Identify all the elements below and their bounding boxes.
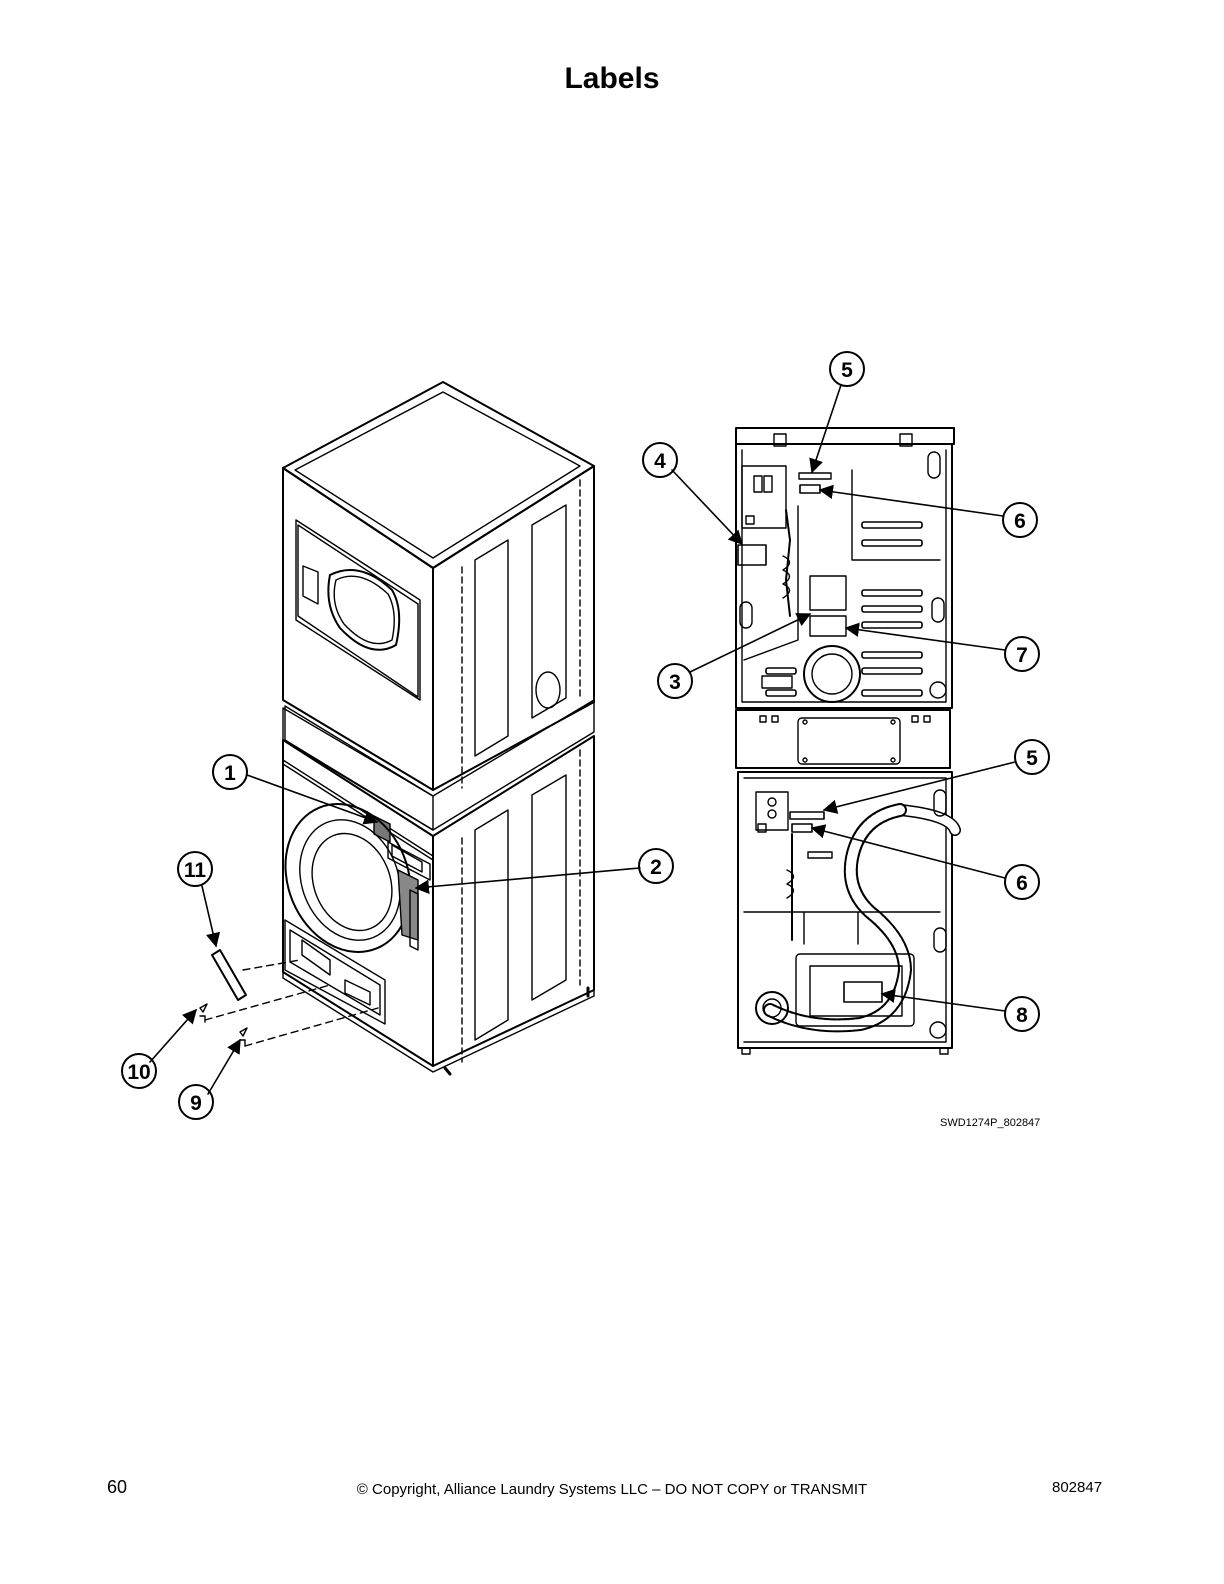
- svg-text:5: 5: [1026, 747, 1038, 770]
- callout-5-dryer: 5: [829, 351, 865, 387]
- document-number: 802847: [1052, 1479, 1103, 1496]
- svg-text:5: 5: [841, 359, 853, 382]
- svg-text:1: 1: [224, 762, 236, 785]
- callout-1: 1: [212, 754, 248, 790]
- dryer-rear-view: [735, 427, 955, 709]
- callout-6-dryer: 6: [1002, 502, 1038, 538]
- svg-text:2: 2: [650, 856, 662, 879]
- page-number: 60: [107, 1477, 128, 1497]
- callout-8: 8: [1004, 996, 1040, 1032]
- svg-text:10: 10: [127, 1061, 150, 1084]
- callout-2: 2: [638, 848, 674, 884]
- svg-text:3: 3: [669, 671, 681, 694]
- callout-3: 3: [657, 663, 693, 699]
- svg-text:11: 11: [184, 859, 207, 882]
- copyright-notice: © Copyright, Alliance Laundry Systems LL…: [356, 1481, 868, 1498]
- callout-11: 11: [177, 851, 213, 887]
- svg-text:6: 6: [1014, 510, 1026, 533]
- stacked-unit-front-view: [199, 381, 595, 1076]
- svg-text:4: 4: [654, 450, 666, 473]
- callout-5-washer: 5: [1014, 739, 1050, 775]
- figure-id: SWD1274P_802847: [940, 1117, 1041, 1129]
- svg-text:7: 7: [1016, 644, 1028, 667]
- leader-lines: [149, 384, 1016, 1095]
- callout-10: 10: [121, 1053, 157, 1089]
- svg-text:9: 9: [190, 1092, 202, 1115]
- callout-9: 9: [178, 1084, 214, 1120]
- washer-rear-view: [737, 771, 961, 1055]
- stack-kit-plate: [735, 709, 951, 769]
- svg-text:6: 6: [1016, 872, 1028, 895]
- callout-7: 7: [1004, 636, 1040, 672]
- callout-6-washer: 6: [1004, 864, 1040, 900]
- svg-text:8: 8: [1016, 1004, 1028, 1027]
- callout-4: 4: [642, 442, 678, 478]
- page-title: Labels: [564, 62, 660, 95]
